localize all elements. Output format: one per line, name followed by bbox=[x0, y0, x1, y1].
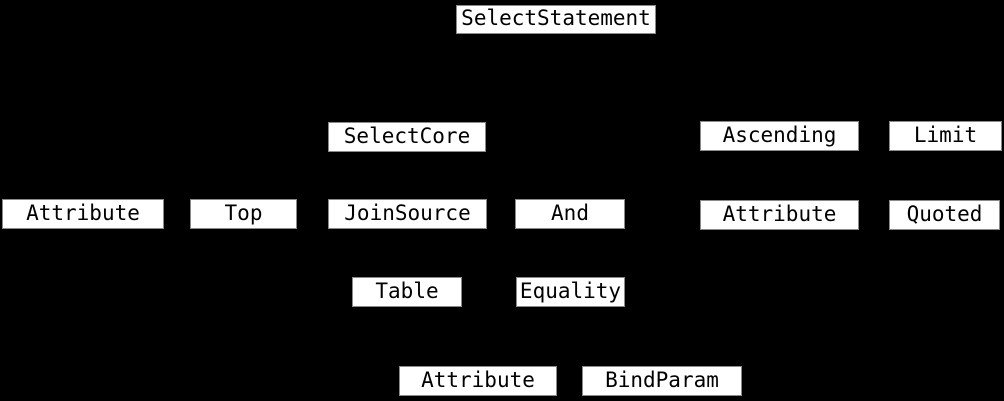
node-attribute-3: Attribute bbox=[399, 366, 557, 396]
node-select-core: SelectCore bbox=[328, 122, 486, 152]
node-limit: Limit bbox=[889, 121, 1002, 151]
node-bind-param: BindParam bbox=[582, 366, 742, 396]
node-label: SelectStatement bbox=[461, 6, 651, 30]
node-label: Equality bbox=[519, 278, 622, 303]
node-label: BindParam bbox=[605, 367, 719, 392]
node-join-source: JoinSource bbox=[328, 199, 487, 229]
node-ascending: Ascending bbox=[700, 121, 859, 151]
node-top: Top bbox=[190, 199, 297, 229]
node-quoted: Quoted bbox=[889, 200, 1000, 230]
node-equality: Equality bbox=[516, 277, 625, 307]
node-label: Limit bbox=[913, 122, 978, 147]
node-label: SelectCore bbox=[343, 123, 471, 148]
node-label: JoinSource bbox=[344, 200, 471, 225]
node-label: Attribute bbox=[26, 200, 140, 225]
node-label: Attribute bbox=[722, 201, 837, 226]
node-attribute-1: Attribute bbox=[2, 199, 164, 229]
node-label: Ascending bbox=[722, 122, 837, 147]
node-label: Table bbox=[375, 278, 439, 303]
node-label: Attribute bbox=[421, 367, 535, 392]
node-attribute-2: Attribute bbox=[700, 200, 859, 230]
node-label: And bbox=[551, 200, 589, 225]
node-label: Quoted bbox=[906, 201, 983, 226]
node-label: Top bbox=[224, 200, 263, 225]
node-select-statement: SelectStatement bbox=[456, 5, 656, 34]
node-and: And bbox=[515, 199, 625, 229]
node-table: Table bbox=[352, 277, 462, 307]
